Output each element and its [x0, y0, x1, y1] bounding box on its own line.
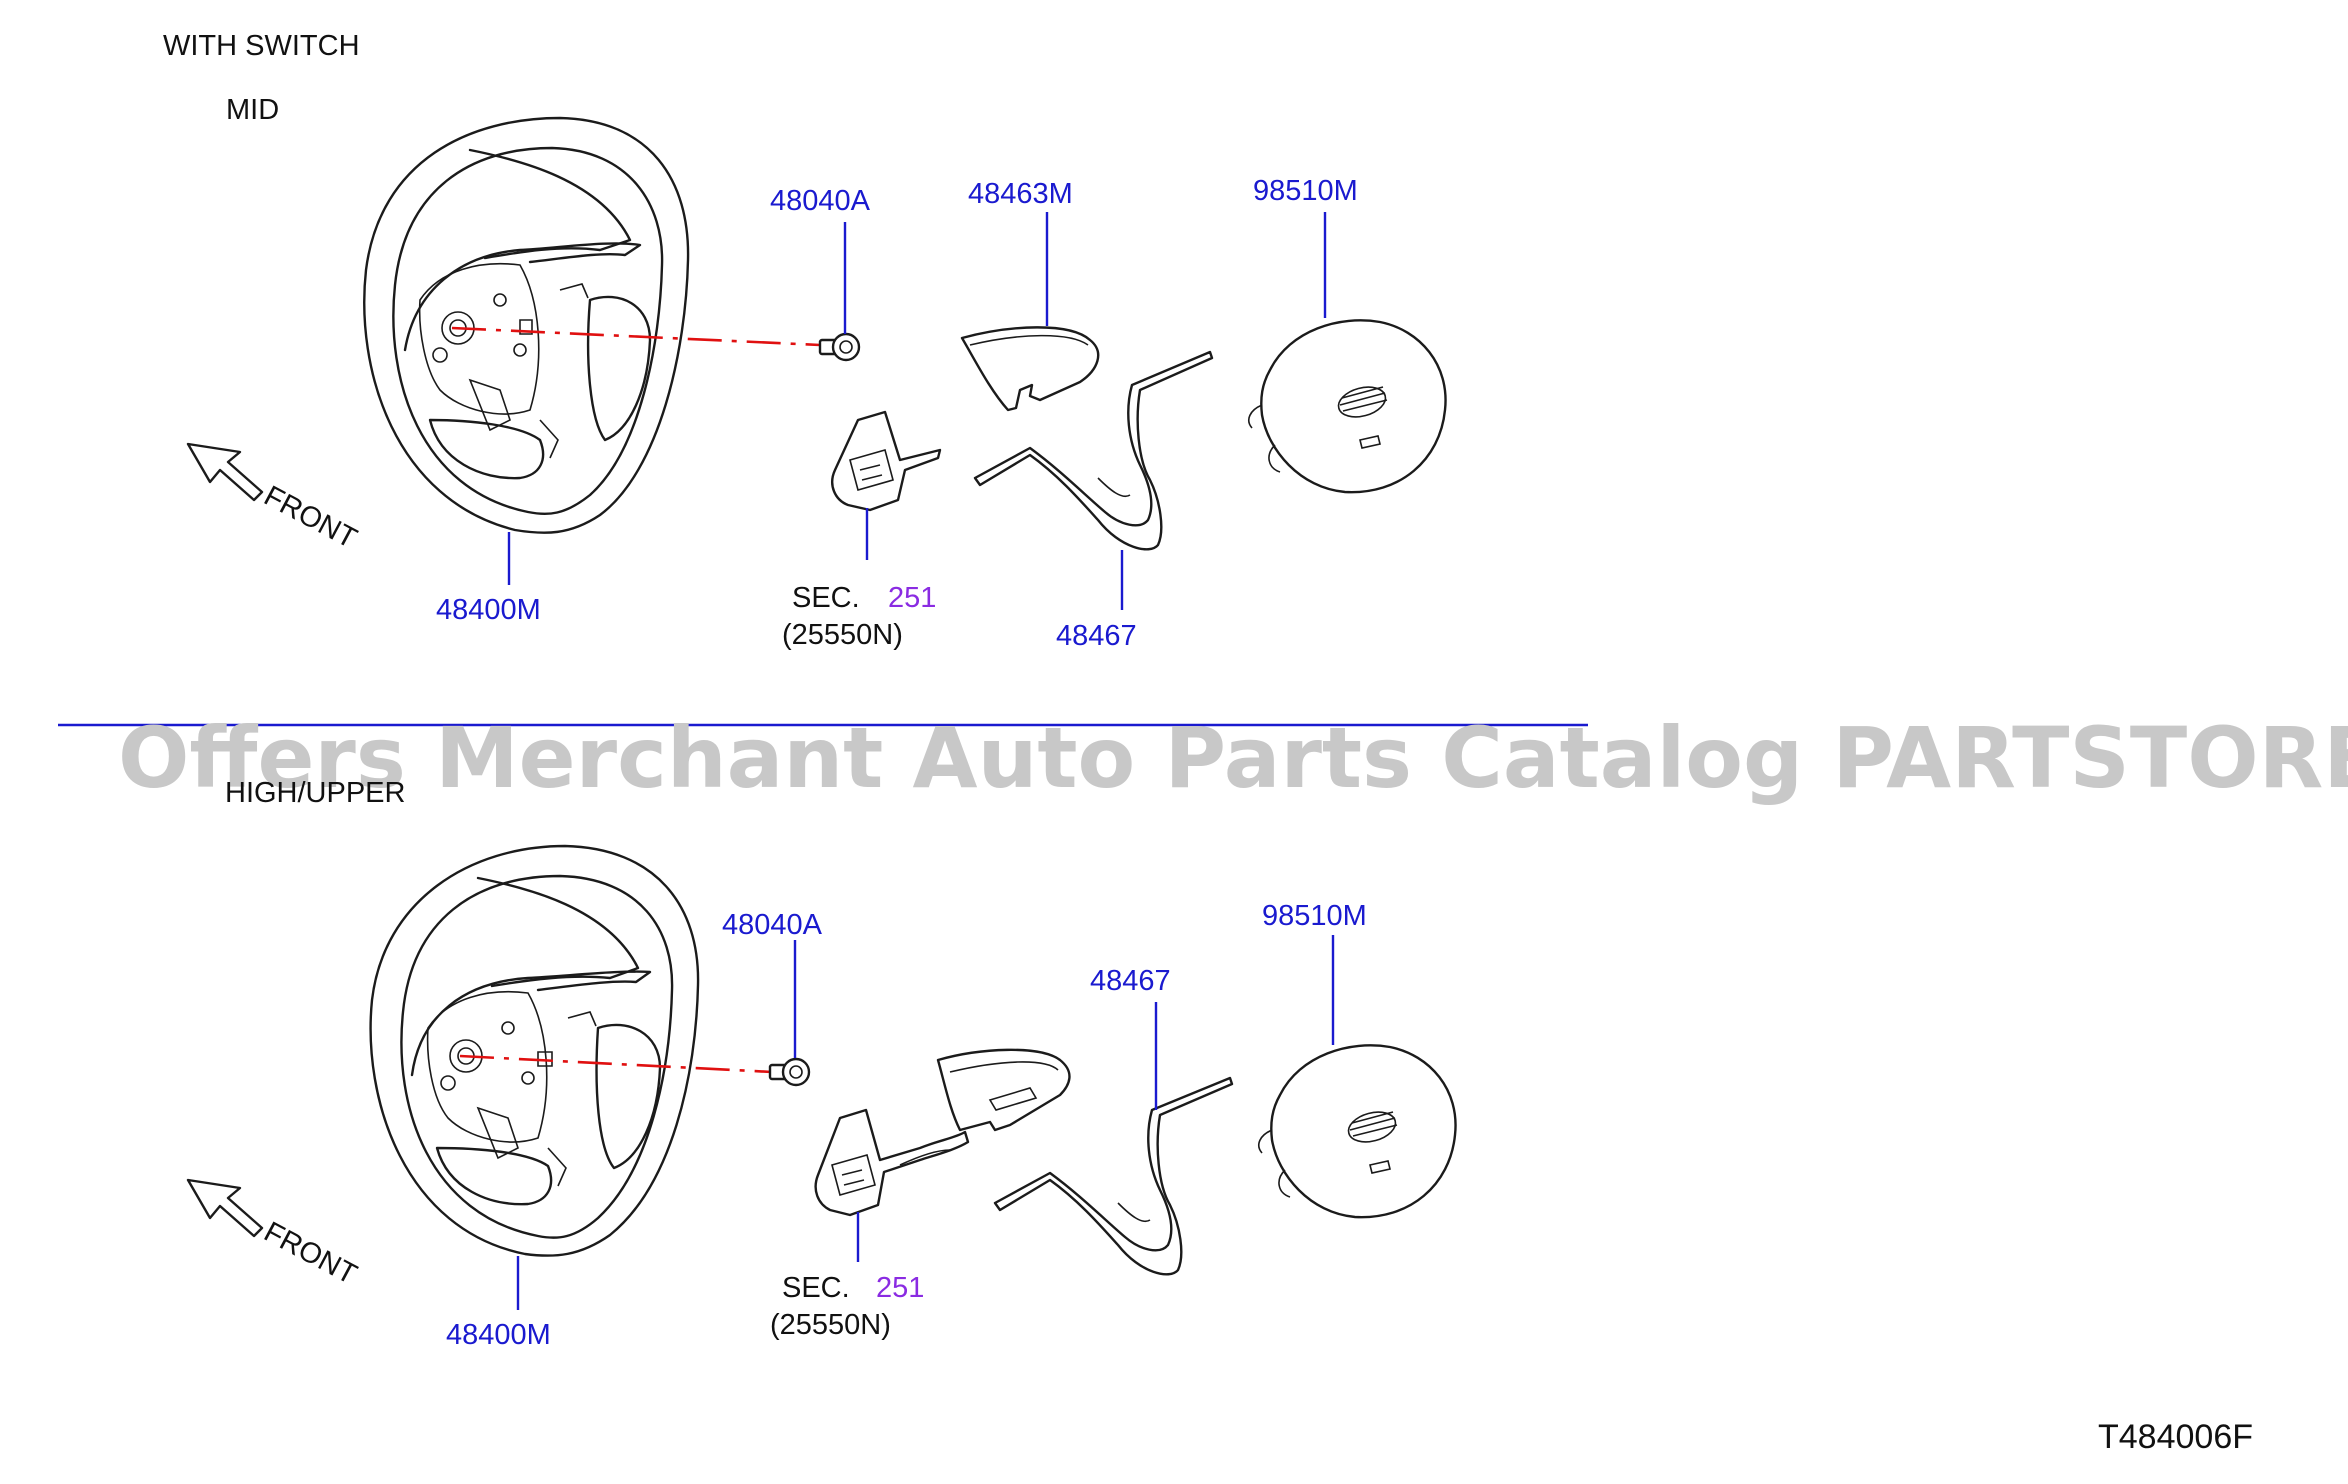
bottom-view: FRONT 48400M 48040A 48467 98510M SEC. 25… [186, 844, 1457, 1351]
callout-switch-part-bottom: (25550N) [770, 1309, 891, 1341]
callout-48400M-top: 48400M [436, 594, 541, 626]
callout-98510M-bottom: 98510M [1262, 900, 1367, 932]
switch-bottom[interactable] [814, 1048, 1071, 1217]
front-arrow-top: FRONT [186, 442, 362, 555]
callout-48040A-bottom: 48040A [722, 909, 823, 941]
steering-wheel-bottom[interactable] [369, 844, 700, 1257]
watermark: Offers Merchant Auto Parts Catalog PARTS… [118, 709, 2348, 807]
callout-switch-part-top: (25550N) [782, 619, 903, 651]
callout-sec-top: SEC. [792, 582, 860, 614]
front-label-top: FRONT [259, 480, 362, 555]
bolt-top[interactable] [818, 332, 861, 362]
callout-48467-top: 48467 [1056, 620, 1137, 652]
diagram-code: T484006F [2098, 1418, 2253, 1456]
top-view: FRONT 48400M 48040A 48463M 98510M 48467 … [186, 116, 1447, 652]
center-axis-bottom [459, 1054, 773, 1074]
callout-48463M-top: 48463M [968, 178, 1073, 210]
steering-wheel-top[interactable] [363, 116, 690, 534]
lower-cover-top[interactable] [960, 326, 1100, 412]
callout-sec-bottom: SEC. [782, 1272, 850, 1304]
callout-98510M-top: 98510M [1253, 175, 1358, 207]
front-arrow-bottom: FRONT [186, 1178, 362, 1291]
front-label-bottom: FRONT [259, 1216, 362, 1291]
center-axis-top [451, 326, 821, 347]
finisher-bottom[interactable] [993, 1076, 1234, 1276]
finisher-top[interactable] [973, 350, 1214, 551]
callout-sec-num-top: 251 [888, 582, 936, 614]
airbag-bottom[interactable] [1258, 1044, 1457, 1219]
callout-48400M-bottom: 48400M [446, 1319, 551, 1351]
callout-48467-bottom: 48467 [1090, 965, 1171, 997]
bolt-bottom[interactable] [768, 1057, 811, 1087]
callout-48040A-top: 48040A [770, 185, 871, 217]
switch-top[interactable] [831, 410, 942, 512]
airbag-top[interactable] [1248, 319, 1447, 494]
callout-sec-num-bottom: 251 [876, 1272, 924, 1304]
header-with-switch: WITH SWITCH [163, 30, 360, 62]
header-grade-mid: MID [226, 94, 279, 126]
lower-section-title: HIGH/UPPER [225, 777, 405, 809]
